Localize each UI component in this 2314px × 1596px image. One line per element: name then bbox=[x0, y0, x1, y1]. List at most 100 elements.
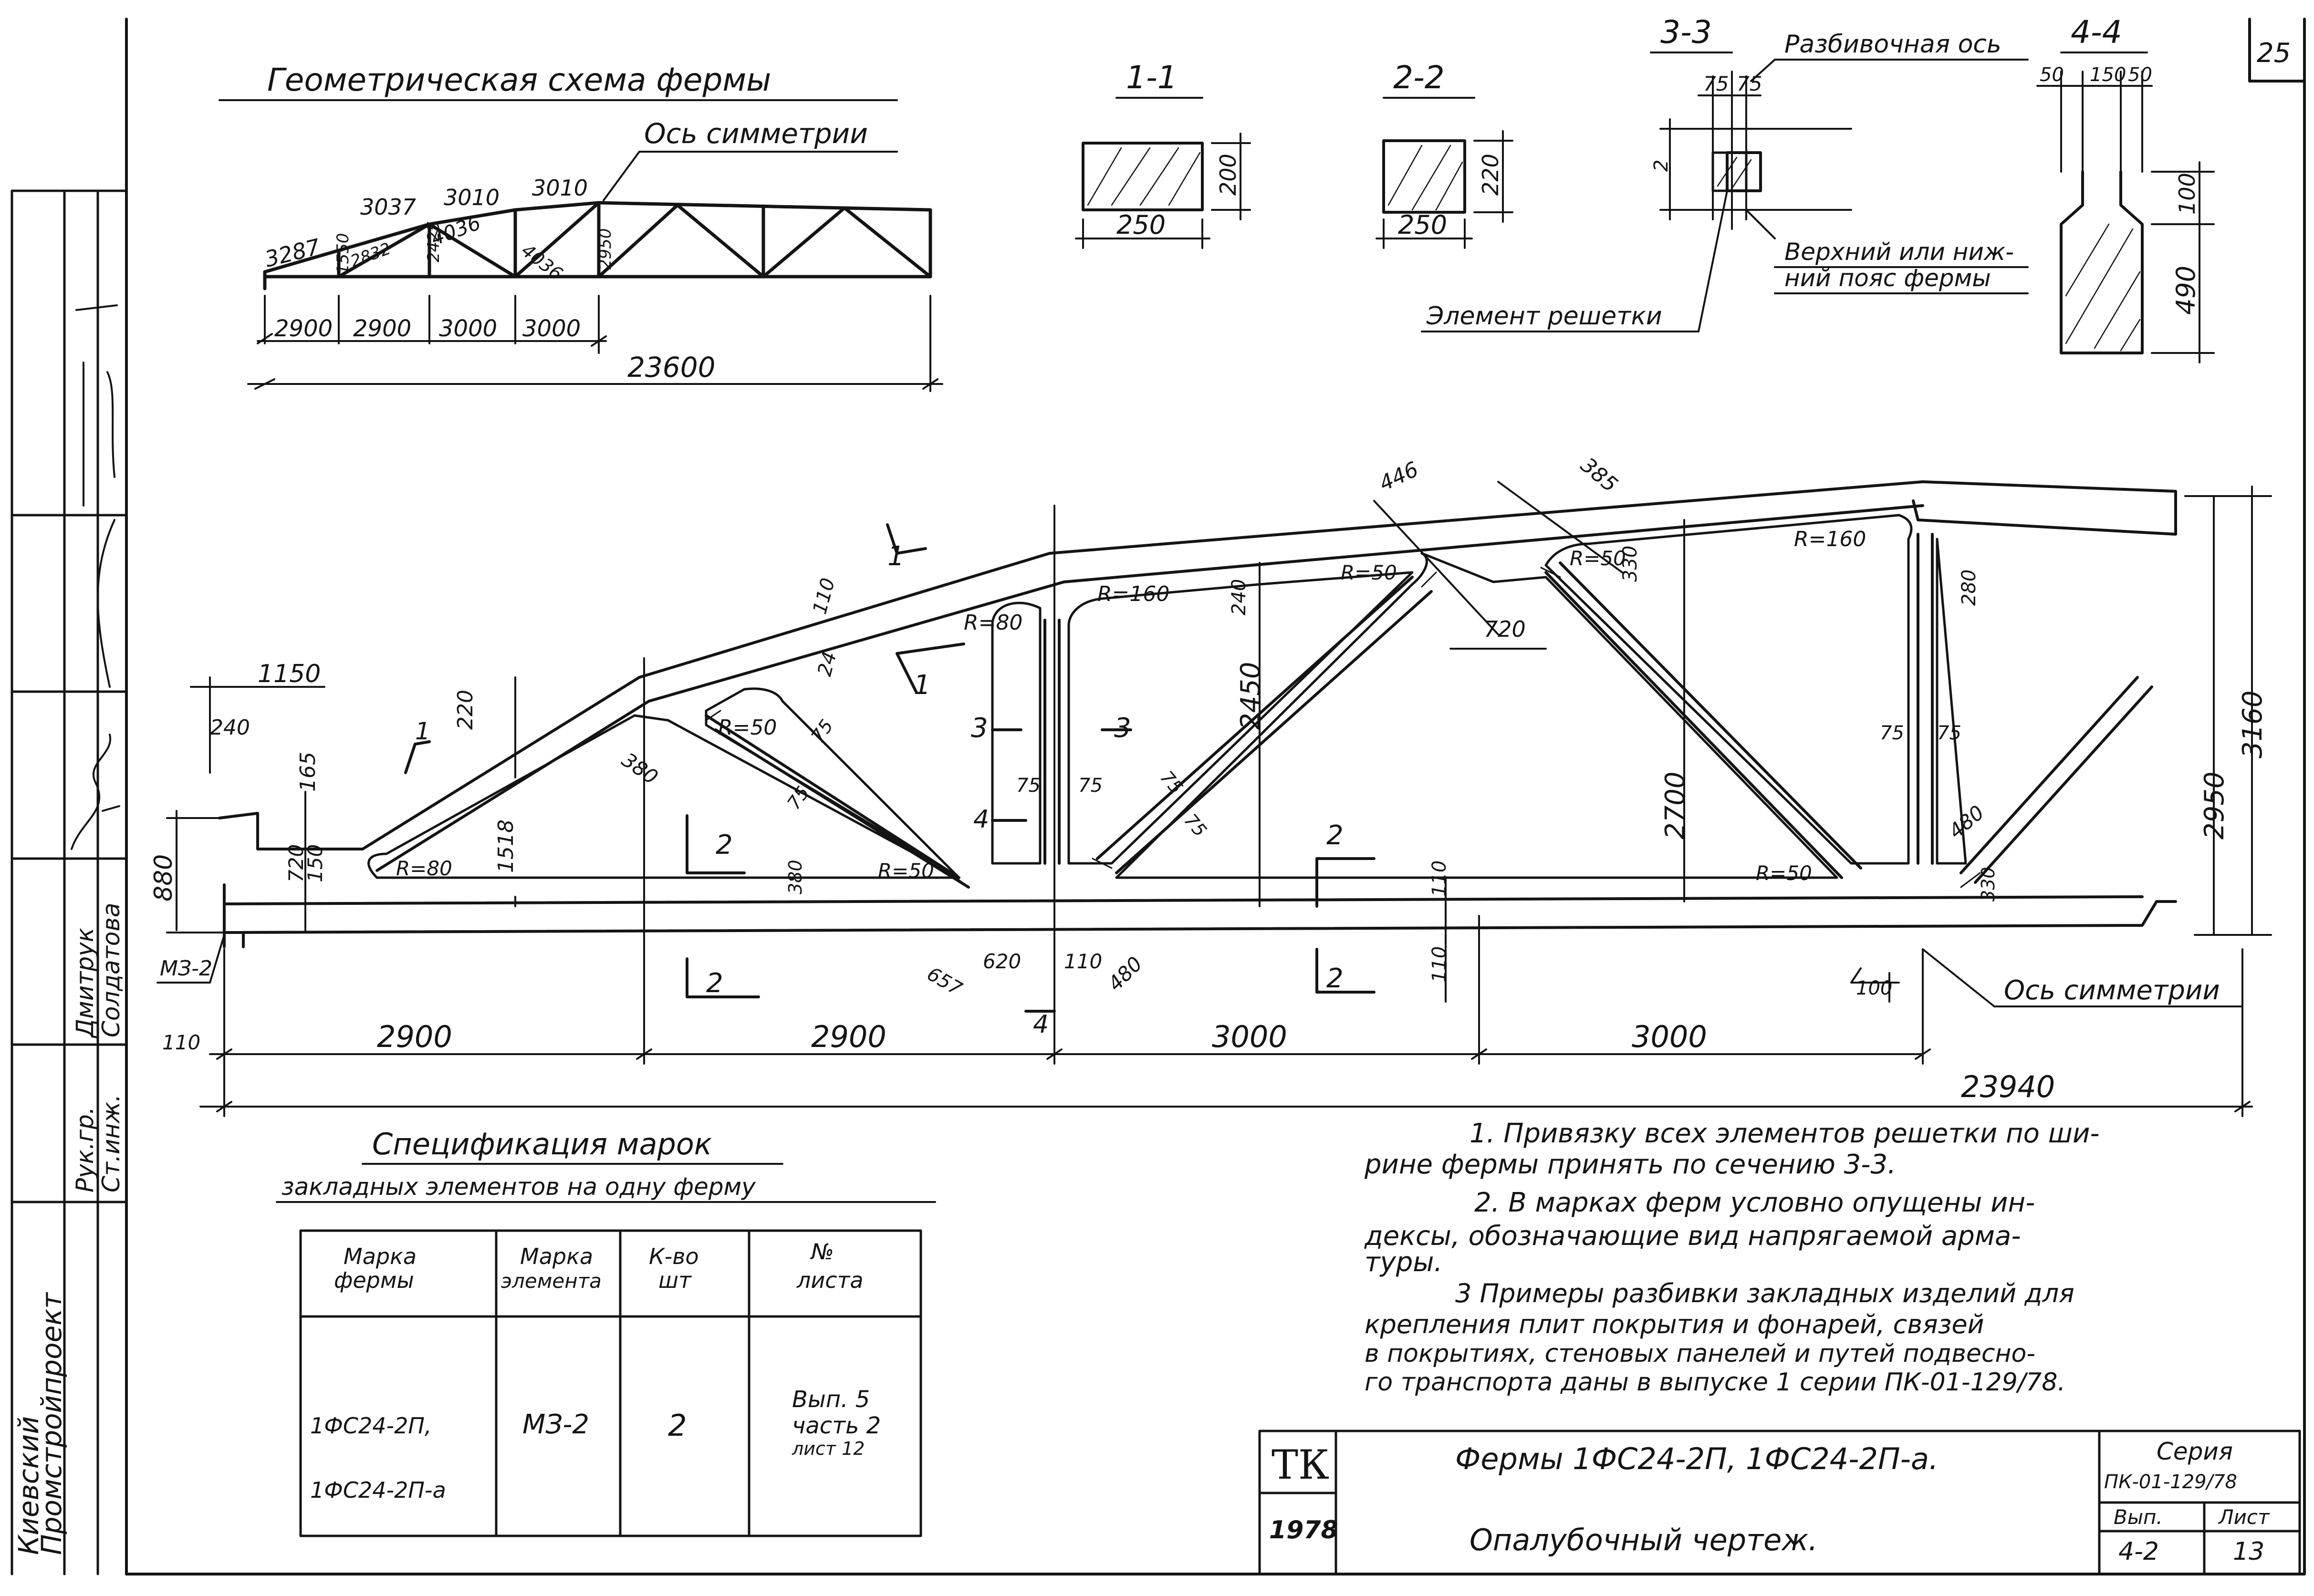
main-d240b: 240 bbox=[1228, 579, 1250, 615]
main-r50b: R=50 bbox=[878, 859, 934, 882]
note-line-4: дексы, обозначающие вид напрягаемой арма… bbox=[1364, 1221, 2021, 1252]
cut-4-top: 4 bbox=[973, 805, 989, 834]
main-d620: 620 bbox=[983, 950, 1021, 973]
spec-truss-1: 1ФС24-2П, bbox=[310, 1413, 432, 1439]
section-2-2-title: 2-2 bbox=[1393, 59, 1445, 96]
note-line-1: 1. Привязку всех элементов решетки по ши… bbox=[1470, 1118, 2100, 1149]
note-line-3: 2. В марках ферм условно опущены ин- bbox=[1474, 1187, 2035, 1218]
main-d1150: 1150 bbox=[258, 660, 321, 688]
main-d75-8: 75 bbox=[1180, 810, 1211, 841]
section-4-4-top-2: 150 bbox=[2090, 64, 2126, 86]
section-4-4-top-1: 50 bbox=[2040, 64, 2064, 86]
main-r160b: R=160 bbox=[1794, 527, 1866, 551]
scheme-height-2: 2425 bbox=[424, 221, 443, 262]
title-name: Фермы 1ФС24-2П, 1ФС24-2П-а. bbox=[1455, 1441, 1939, 1476]
spec-truss-2: 1ФС24-2П-а bbox=[310, 1477, 446, 1503]
main-d2700: 2700 bbox=[1660, 771, 1691, 839]
spec-element: МЗ-2 bbox=[522, 1409, 589, 1440]
section-4-4-title: 4-4 bbox=[2071, 14, 2122, 51]
section-1-1: 1-1 250 200 bbox=[1075, 59, 1251, 249]
spec-sheet-2: часть 2 bbox=[792, 1412, 881, 1439]
spec-header-2a: Марка bbox=[520, 1244, 593, 1269]
section-3-3-dim-a: 75 bbox=[1703, 72, 1729, 95]
note-line-9: го транспорта даны в выпуске 1 серии ПК-… bbox=[1365, 1368, 2065, 1397]
note-line-8: в покрытиях, стеновых панелей и путей по… bbox=[1365, 1339, 2035, 1368]
spec-title-1: Спецификация марок bbox=[372, 1127, 712, 1161]
title-year: 1978 bbox=[1269, 1516, 1338, 1544]
main-d110-top: 110 bbox=[809, 576, 839, 617]
section-1-1-width: 250 bbox=[1116, 210, 1166, 240]
main-d110d: 110 bbox=[1428, 946, 1450, 983]
scheme-bay-1: 2900 bbox=[274, 315, 333, 342]
main-total: 23940 bbox=[1961, 1069, 2055, 1104]
main-d110b: 110 bbox=[1064, 950, 1102, 973]
section-4-4-h2: 490 bbox=[2171, 266, 2201, 315]
main-formwork-drawing: 2900 2900 3000 3000 23940 110 МЗ-2 1150 … bbox=[149, 453, 2272, 1117]
spec-qty: 2 bbox=[668, 1408, 687, 1443]
cut-1-left: 1 bbox=[415, 717, 430, 745]
scheme-top-2: 3037 bbox=[360, 194, 416, 220]
stamp-org-1: Киевский bbox=[12, 1416, 45, 1555]
note-line-2: рине фермы принять по сечению 3-3. bbox=[1364, 1149, 1896, 1180]
main-d380a: 380 bbox=[617, 748, 662, 789]
section-2-2-width: 250 bbox=[1398, 210, 1447, 240]
note-line-7: крепления плит покрытия и фонарей, связе… bbox=[1365, 1309, 1984, 1339]
main-r160a: R=160 bbox=[1097, 582, 1169, 606]
scheme-axis-label: Ось симметрии bbox=[644, 117, 868, 150]
main-bay-2: 2900 bbox=[811, 1019, 886, 1054]
geometric-scheme: Геометрическая схема фермы Ось симметрии… bbox=[219, 62, 943, 392]
main-d2450: 2450 bbox=[1235, 662, 1266, 730]
title-drawing: Опалубочный чертеж. bbox=[1470, 1523, 1818, 1557]
main-d150: 150 bbox=[303, 844, 327, 882]
scheme-bay-2: 2900 bbox=[353, 315, 411, 342]
main-d380b: 380 bbox=[785, 860, 806, 894]
cut-3-left: 3 bbox=[971, 713, 988, 744]
scheme-height-1: 1550 bbox=[334, 233, 353, 274]
cut-4-bottom: 4 bbox=[1033, 1010, 1049, 1039]
main-r50c: R=50 bbox=[1341, 561, 1397, 584]
cut-2-bottom: 2 bbox=[706, 968, 723, 999]
section-3-3-dim-side: 2 bbox=[1650, 160, 1672, 172]
section-3-3-axis: Разбивочная ось bbox=[1784, 30, 2001, 59]
main-bay-1: 2900 bbox=[377, 1019, 452, 1054]
main-d1518: 1518 bbox=[494, 819, 518, 873]
spec-header-2b: элемента bbox=[501, 1269, 602, 1293]
left-stamp: Киевский Промстройпроект Рук.гр. Ст.инж.… bbox=[10, 189, 128, 1575]
section-3-3-chord-2: ний пояс фермы bbox=[1784, 264, 1991, 292]
main-d75-7: 75 bbox=[1937, 722, 1961, 744]
spec-header-3b: шт bbox=[658, 1267, 692, 1293]
note-line-6: 3 Примеры разбивки закладных изделий для bbox=[1455, 1278, 2074, 1308]
section-3-3: 3-3 Разбивочная ось 75 75 2 Верхний или … bbox=[1421, 14, 2029, 332]
main-r80b: R=80 bbox=[964, 611, 1022, 635]
main-d75-3: 75 bbox=[1016, 775, 1041, 797]
scheme-title: Геометрическая схема фермы bbox=[267, 62, 771, 98]
sheet-number: 25 bbox=[2257, 38, 2291, 69]
main-d240: 240 bbox=[210, 715, 250, 740]
main-d657: 657 bbox=[923, 963, 966, 1000]
spec-header-1a: Марка bbox=[344, 1244, 417, 1269]
spec-table: Спецификация марок закладных элементов н… bbox=[276, 1127, 936, 1537]
main-d280: 280 bbox=[1958, 570, 1980, 606]
title-sheet: 13 bbox=[2233, 1537, 2264, 1566]
main-d75-4: 75 bbox=[1078, 775, 1103, 797]
main-d880: 880 bbox=[149, 854, 178, 902]
main-d480a: 480 bbox=[1103, 952, 1147, 995]
main-d75-6: 75 bbox=[1880, 722, 1904, 744]
section-2-2-height: 220 bbox=[1478, 154, 1503, 196]
title-tk: ТК bbox=[1272, 1441, 1329, 1488]
scheme-web-1: 2832 bbox=[348, 239, 393, 271]
section-1-1-title: 1-1 bbox=[1126, 59, 1178, 96]
section-3-3-title: 3-3 bbox=[1660, 14, 1712, 51]
main-d330b: 330 bbox=[1978, 867, 1999, 902]
main-d446: 446 bbox=[1376, 457, 1422, 496]
spec-header-3a: К-во bbox=[649, 1244, 699, 1269]
section-3-3-web: Элемент решетки bbox=[1426, 302, 1662, 331]
stamp-name-2: Солдатова bbox=[97, 903, 125, 1038]
cut-2-right-bottom: 2 bbox=[1326, 963, 1344, 994]
cut-1-bottom: 1 bbox=[914, 670, 931, 701]
stamp-name-1: Дмитрук bbox=[71, 928, 99, 1038]
scheme-total: 23600 bbox=[627, 351, 716, 383]
scheme-top-3: 3010 bbox=[444, 185, 500, 210]
main-r50e: R=50 bbox=[1756, 861, 1812, 885]
